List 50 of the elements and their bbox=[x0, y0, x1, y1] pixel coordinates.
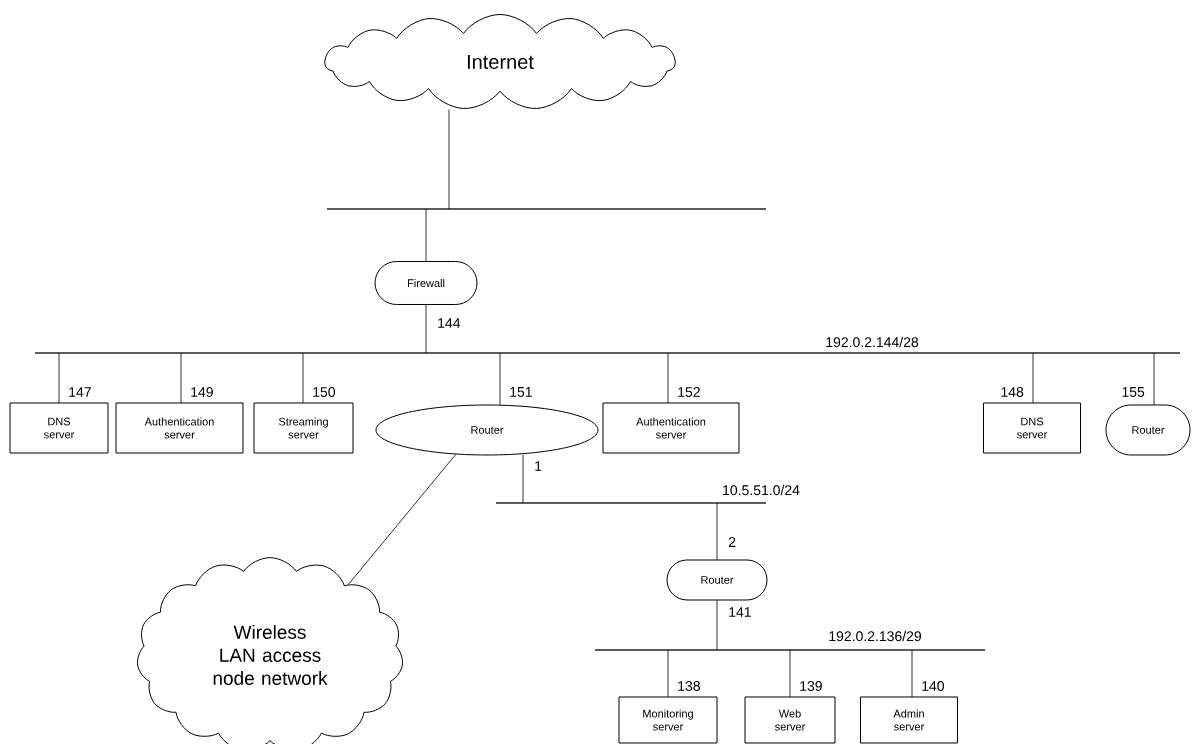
network-address: 192.0.2.144/28 bbox=[826, 336, 919, 348]
edge-label: 138 bbox=[676, 680, 702, 692]
edge-label: 150 bbox=[311, 386, 337, 398]
connector-line bbox=[499, 352, 501, 406]
network-line bbox=[594, 649, 986, 651]
connector-line bbox=[58, 352, 60, 404]
edge-label: 149 bbox=[189, 386, 215, 398]
server-box: Authentication server bbox=[602, 402, 740, 454]
network-address: 10.5.51.0/24 bbox=[723, 484, 800, 496]
edge-label: 1 bbox=[533, 460, 543, 472]
edge-label: 141 bbox=[727, 606, 753, 618]
server-box: DNS server bbox=[9, 402, 109, 454]
network-line bbox=[326, 208, 767, 210]
server-box: Authentication server bbox=[115, 402, 244, 454]
connector-line bbox=[789, 649, 791, 698]
connector-line bbox=[911, 649, 913, 698]
network-address: 192.0.2.136/29 bbox=[829, 630, 922, 642]
connector-line bbox=[348, 454, 457, 585]
edge-label: 151 bbox=[508, 386, 534, 398]
connector-line bbox=[522, 454, 524, 504]
edge-label: 155 bbox=[1120, 386, 1146, 398]
ellipse-node: Router bbox=[375, 404, 599, 456]
network-line bbox=[34, 352, 1181, 354]
server-box: Admin server bbox=[860, 696, 958, 744]
server-box: DNS server bbox=[983, 402, 1081, 454]
connector-line bbox=[425, 208, 427, 262]
edge-label: 140 bbox=[920, 680, 946, 692]
connector-line bbox=[667, 352, 669, 404]
rounded-box: Firewall bbox=[374, 261, 478, 305]
connector-line bbox=[425, 304, 427, 354]
connector-line bbox=[716, 599, 718, 651]
connector-line bbox=[448, 109, 450, 210]
edge-label: 144 bbox=[436, 317, 462, 329]
rounded-box: Router bbox=[666, 559, 768, 601]
edge-label: 152 bbox=[676, 386, 702, 398]
rounded-box: Router bbox=[1105, 404, 1191, 456]
connector-line bbox=[716, 502, 718, 561]
edge-label: 139 bbox=[798, 680, 824, 692]
edge-label: 2 bbox=[727, 536, 737, 548]
connector-line bbox=[667, 649, 669, 698]
connector-line bbox=[302, 352, 304, 404]
connector-line bbox=[180, 352, 182, 404]
edge-label: 148 bbox=[999, 386, 1025, 398]
server-box: Web server bbox=[744, 696, 836, 744]
connector-line bbox=[1153, 352, 1155, 406]
server-box: Streaming server bbox=[253, 402, 354, 454]
connector-line bbox=[1032, 352, 1034, 404]
edge-label: 147 bbox=[67, 386, 93, 398]
network-line bbox=[495, 502, 767, 504]
server-box: Monitoring server bbox=[618, 696, 718, 744]
